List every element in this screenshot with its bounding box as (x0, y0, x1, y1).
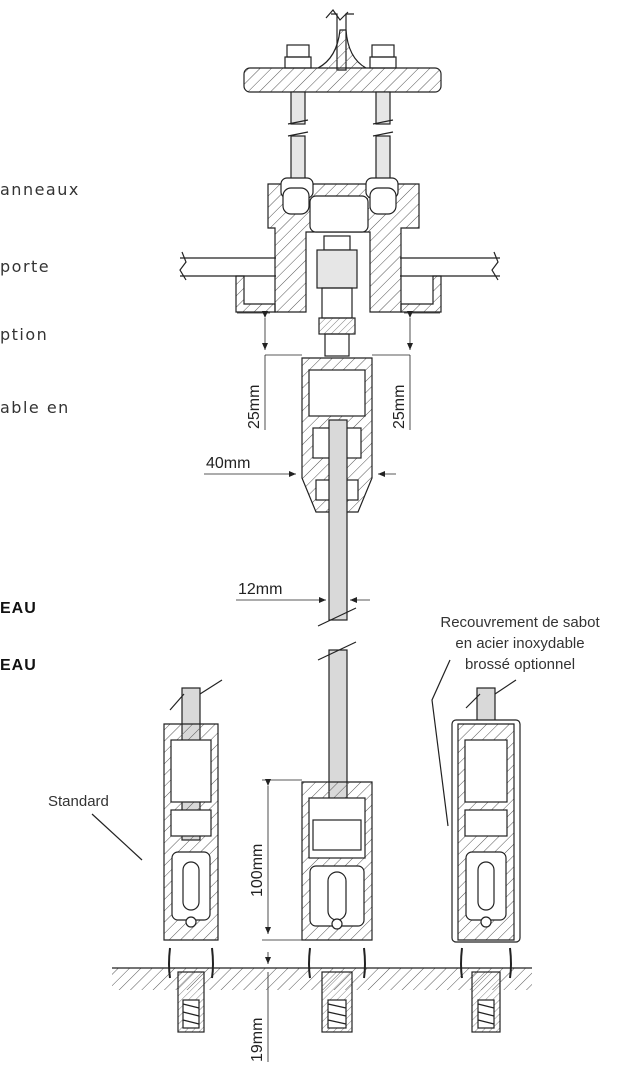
dim-text-25mm-right: 25mm (391, 385, 408, 429)
dim-text-19mm: 19mm (249, 1018, 266, 1062)
label-cover-line-3: brossé optionnel (465, 656, 575, 673)
dim-text-25mm-left: 25mm (246, 385, 263, 429)
shoe-left (163, 679, 223, 1033)
dim-text-12mm: 12mm (238, 581, 282, 598)
ceiling-beam (243, 9, 442, 93)
side-bold-2: EAU (0, 657, 37, 674)
label-cover-line-2: en acier inoxydable (455, 635, 584, 652)
side-text-3: ption (0, 325, 49, 344)
rail-profile (179, 177, 500, 313)
side-text-1: anneaux (0, 180, 80, 199)
label-cover-line-1: Recouvrement de sabot (440, 614, 600, 631)
bolt-left-top (284, 44, 312, 181)
dim-text-40mm: 40mm (206, 455, 250, 472)
side-text-2: porte (0, 257, 51, 276)
leader-standard (91, 813, 143, 861)
bolt-right-top (369, 44, 397, 181)
dim-text-100mm: 100mm (249, 844, 266, 897)
leader-cover (431, 659, 451, 827)
side-bold-1: EAU (0, 600, 37, 617)
dim-100mm (262, 779, 302, 941)
dim-top-left (237, 311, 302, 430)
dim-top-right (372, 311, 440, 430)
label-standard: Standard (48, 793, 109, 810)
side-text-4: able en (0, 398, 70, 417)
shoe-right (451, 679, 521, 1033)
glass-panel-center (317, 419, 357, 817)
hanger-bolt (316, 235, 358, 357)
shoe-center (301, 781, 373, 1033)
